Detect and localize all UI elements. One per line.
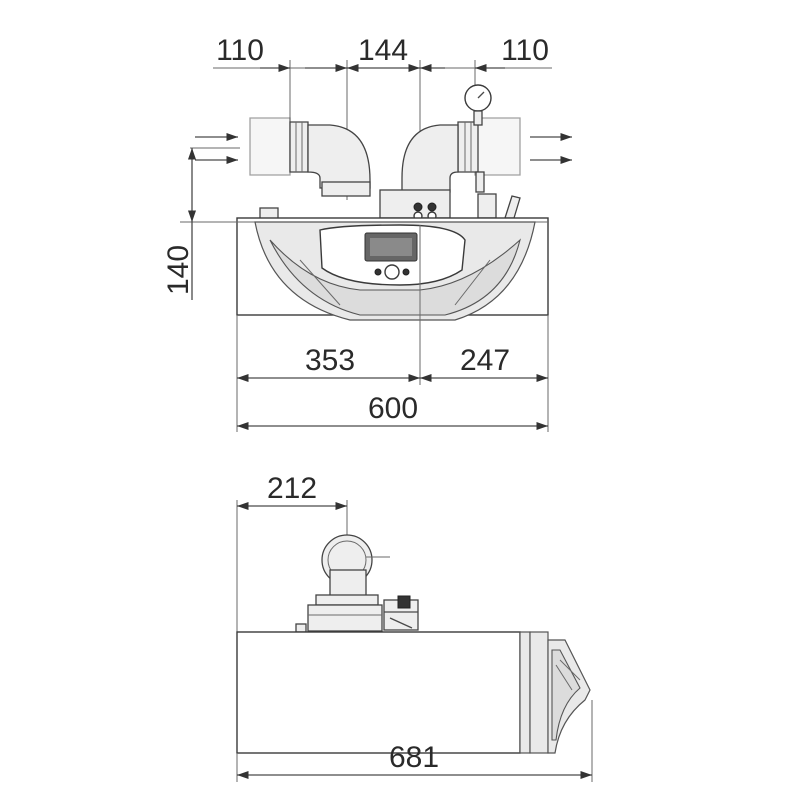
dim-212: 212 [267,472,317,505]
height-dimension: 140 [162,147,240,300]
flow-arrows [195,132,572,165]
dim-110-left: 110 [216,34,264,67]
dim-681: 681 [389,741,439,774]
boiler-housing-side [236,631,591,754]
top-fittings [259,189,521,221]
dim-140: 140 [162,245,195,295]
top-view: 110 144 110 [162,34,572,432]
flue-pipe-side [295,534,390,633]
pipe-offset-dimension: 212 [236,472,348,632]
valve-fitting [383,595,419,631]
pressure-gauge-icon [464,84,492,193]
dim-247: 247 [460,344,510,377]
boiler-housing-top [236,217,549,321]
dim-600: 600 [368,392,418,425]
top-pipe-spacing-dimension: 110 144 110 [213,34,552,200]
dim-110-right: 110 [501,34,549,67]
right-pipe-elbow [401,117,521,193]
left-pipe-elbow [249,117,371,197]
width-dimensions: 353 247 600 [236,315,549,432]
control-knob-icon [384,264,400,280]
depth-dimension: 681 [236,700,593,782]
side-view: 212 [236,472,593,782]
dim-353: 353 [305,344,355,377]
dim-144: 144 [358,34,408,67]
